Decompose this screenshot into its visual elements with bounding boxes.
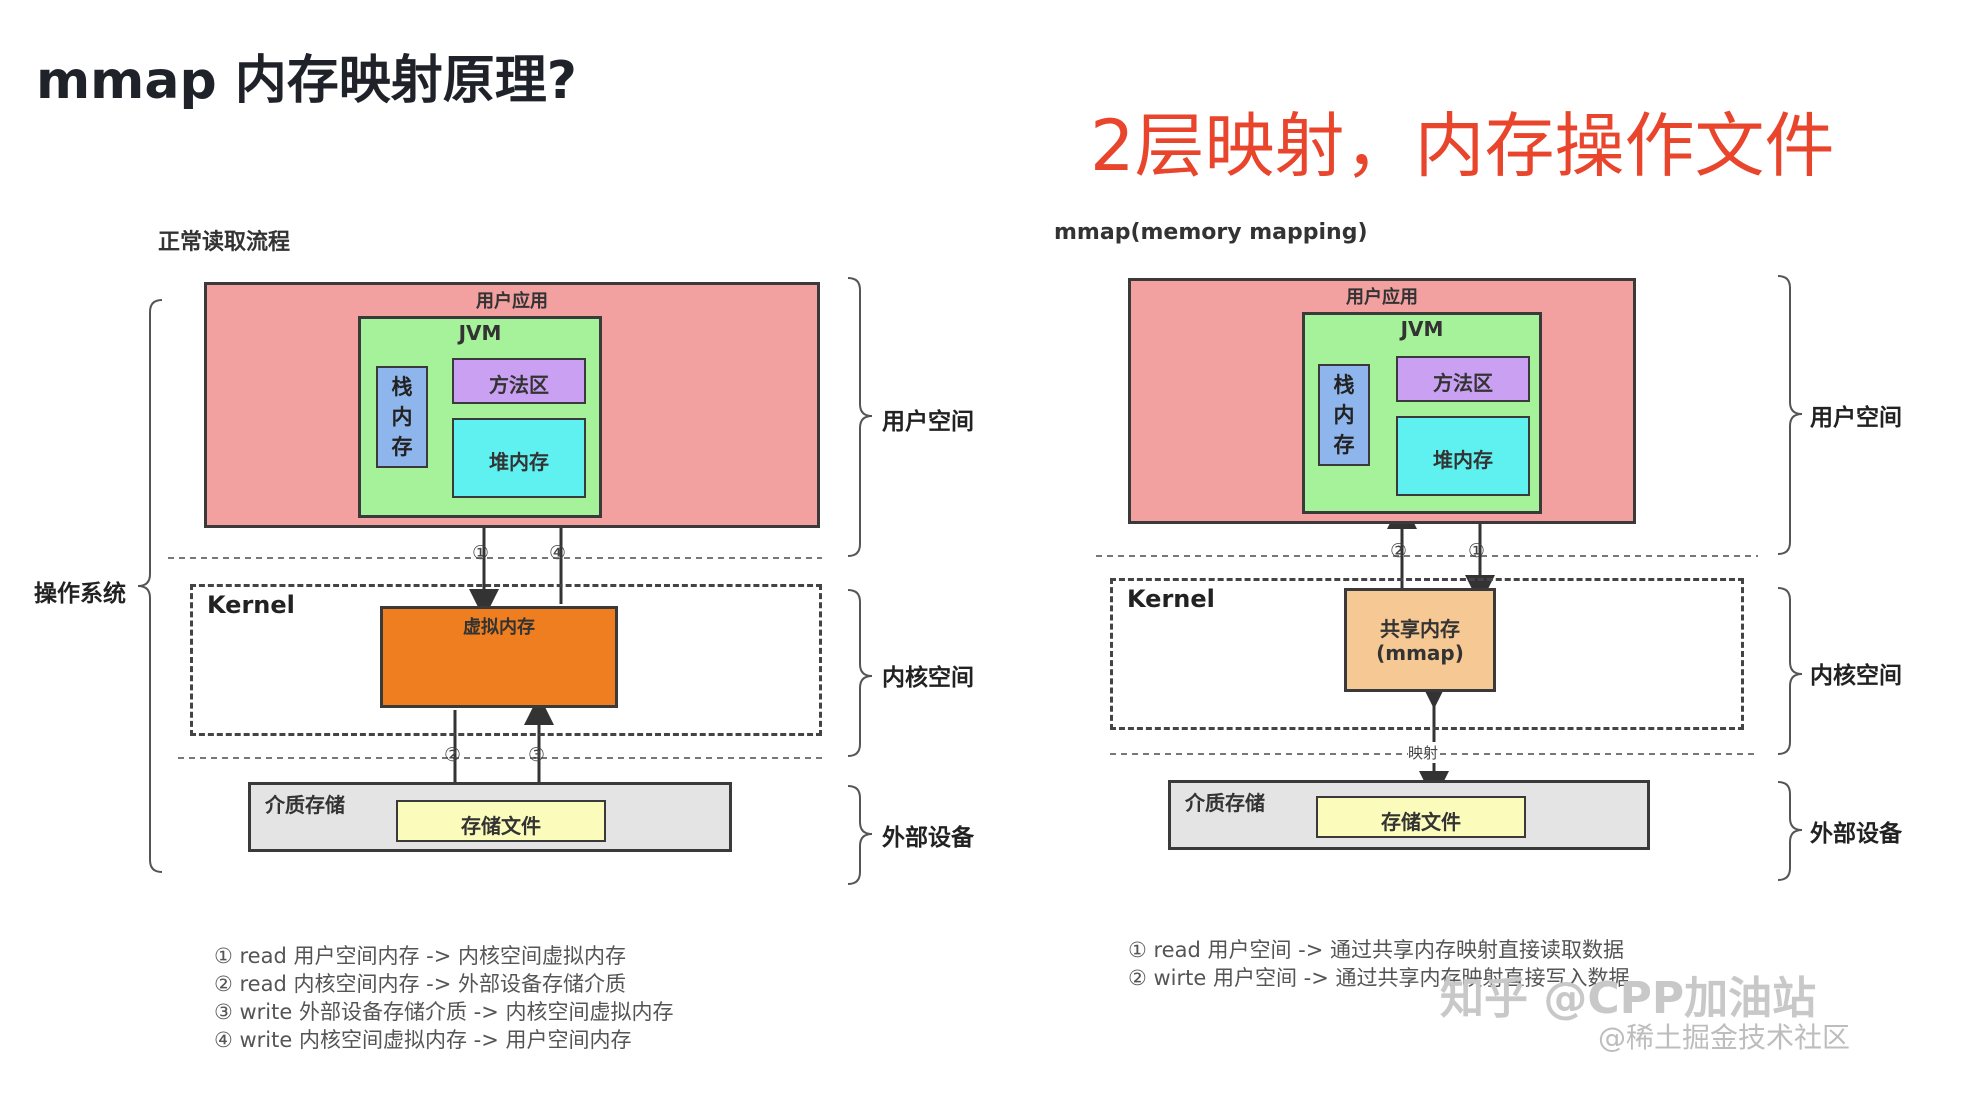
right-shared-mem-box: 共享内存 (mmap) bbox=[1344, 588, 1496, 692]
right-stack-label: 栈内存 bbox=[1333, 373, 1355, 457]
right-kernel-space-label: 内核空间 bbox=[1810, 663, 1902, 689]
right-mapping-label: 映射 bbox=[1408, 742, 1439, 763]
right-kernel-label: Kernel bbox=[1127, 585, 1215, 613]
left-jvm-label: JVM bbox=[458, 321, 502, 345]
left-marker-2: ② bbox=[444, 744, 462, 766]
left-stack-label: 栈内存 bbox=[391, 375, 413, 459]
left-external-label: 外部设备 bbox=[882, 825, 974, 851]
right-method-area-box: 方法区 bbox=[1396, 356, 1530, 402]
left-heap-label: 堆内存 bbox=[489, 450, 549, 474]
left-stack-box: 栈内存 bbox=[376, 366, 428, 468]
right-marker-2: ② bbox=[1390, 540, 1408, 562]
os-label: 操作系统 bbox=[34, 581, 126, 607]
left-note-4: ④ write 内核空间虚拟内存 -> 用户空间内存 bbox=[214, 1028, 632, 1052]
right-shared-mem-label: 共享内存 bbox=[1380, 617, 1460, 641]
juejin-watermark: @稀土掘金技术社区 bbox=[1598, 1021, 1851, 1054]
left-heap-box: 堆内存 bbox=[452, 418, 586, 498]
left-marker-4: ④ bbox=[549, 542, 567, 564]
right-kernel-box: Kernel bbox=[1110, 578, 1744, 730]
left-note-1: ① read 用户空间内存 -> 内核空间虚拟内存 bbox=[214, 944, 626, 968]
right-note-2: ② wirte 用户空间 -> 通过共享内存映射直接写入数据 bbox=[1128, 966, 1630, 990]
right-user-app-label: 用户应用 bbox=[1346, 287, 1418, 308]
left-media-label: 介质存储 bbox=[265, 793, 345, 817]
right-shared-mem-sub: (mmap) bbox=[1376, 641, 1464, 665]
right-external-label: 外部设备 bbox=[1810, 821, 1902, 847]
left-marker-3: ③ bbox=[528, 744, 546, 766]
left-file-box: 存储文件 bbox=[396, 800, 606, 842]
left-user-space-label: 用户空间 bbox=[882, 409, 974, 435]
right-heap-box: 堆内存 bbox=[1396, 416, 1530, 496]
left-note-3: ③ write 外部设备存储介质 -> 内核空间虚拟内存 bbox=[214, 1000, 674, 1024]
left-kernel-space-label: 内核空间 bbox=[882, 665, 974, 691]
left-file-label: 存储文件 bbox=[461, 814, 541, 838]
right-panel-title: mmap(memory mapping) bbox=[1054, 220, 1368, 245]
zhihu-watermark: 知乎 @CPP加油站 bbox=[1440, 973, 1817, 1024]
right-jvm-label: JVM bbox=[1400, 317, 1444, 341]
left-user-app-label: 用户应用 bbox=[476, 291, 548, 312]
left-method-area-box: 方法区 bbox=[452, 358, 586, 404]
left-marker-1: ① bbox=[472, 542, 490, 564]
right-method-area-label: 方法区 bbox=[1433, 371, 1493, 395]
left-method-area-label: 方法区 bbox=[489, 373, 549, 397]
right-heap-label: 堆内存 bbox=[1433, 448, 1493, 472]
left-note-2: ② read 内核空间内存 -> 外部设备存储介质 bbox=[214, 972, 626, 996]
right-stack-box: 栈内存 bbox=[1318, 364, 1370, 466]
left-kernel-label: Kernel bbox=[207, 591, 295, 619]
left-panel-title: 正常读取流程 bbox=[158, 230, 291, 255]
left-virtual-mem-box: 虚拟内存 bbox=[380, 606, 618, 708]
page-title: mmap 内存映射原理? bbox=[36, 51, 577, 111]
right-marker-1: ① bbox=[1468, 540, 1486, 562]
headline: 2层映射，内存操作文件 bbox=[1090, 105, 1835, 187]
right-media-label: 介质存储 bbox=[1185, 791, 1265, 815]
left-kernel-box: Kernel bbox=[190, 584, 822, 736]
left-virtual-mem-label: 虚拟内存 bbox=[463, 617, 535, 638]
right-file-label: 存储文件 bbox=[1381, 810, 1461, 834]
right-user-space-label: 用户空间 bbox=[1810, 405, 1902, 431]
right-file-box: 存储文件 bbox=[1316, 796, 1526, 838]
right-note-1: ① read 用户空间 -> 通过共享内存映射直接读取数据 bbox=[1128, 938, 1624, 962]
